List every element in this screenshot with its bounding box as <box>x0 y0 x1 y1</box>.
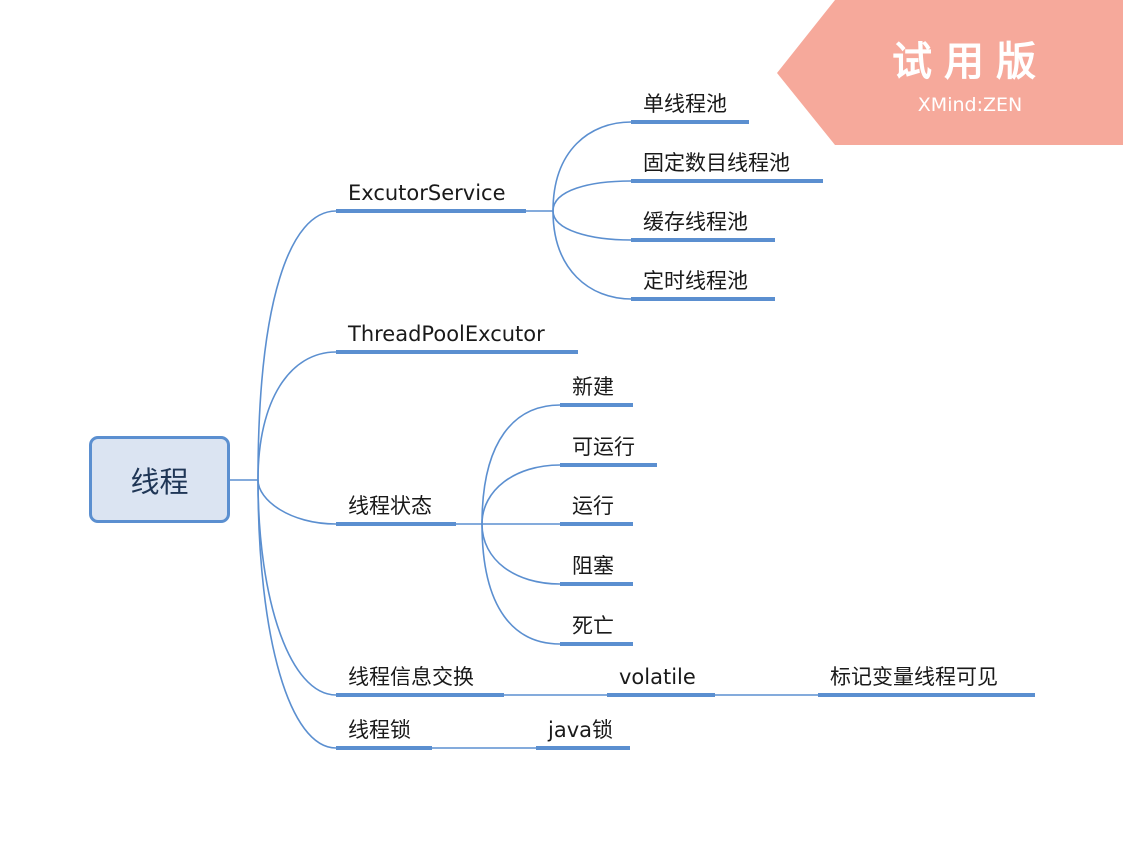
topic-state-blocked[interactable]: 阻塞 <box>572 554 614 578</box>
connector-ts-4 <box>481 523 561 585</box>
topic-fixed-thread-pool[interactable]: 固定数目线程池 <box>643 151 790 175</box>
underline-ts-4 <box>560 582 633 586</box>
topic-thread-info-exchange-underline <box>336 693 504 697</box>
underline-es-2 <box>631 179 823 183</box>
topic-state-new[interactable]: 新建 <box>572 375 614 399</box>
underline-ts-1 <box>560 403 633 407</box>
topic-volatile[interactable]: volatile <box>619 665 696 689</box>
underline-ts-5 <box>560 642 633 646</box>
connector-root-threadlock <box>257 479 337 749</box>
topic-threadpoolexcutor[interactable]: ThreadPoolExcutor <box>348 322 545 346</box>
trial-watermark-badge <box>777 0 1123 145</box>
connector-ts-2 <box>481 464 561 525</box>
topic-thread-info-exchange[interactable]: 线程信息交换 <box>348 665 474 689</box>
topic-variable-visible-underline <box>818 693 1035 697</box>
topic-single-thread-pool[interactable]: 单线程池 <box>643 92 727 116</box>
topic-executorservice-underline <box>336 209 526 213</box>
topic-thread-lock[interactable]: 线程锁 <box>348 718 411 742</box>
underline-es-3 <box>631 238 775 242</box>
underline-es-1 <box>631 120 749 124</box>
topic-java-lock-underline <box>536 746 630 750</box>
connector-root-executorservice <box>230 210 337 481</box>
connector-es-4 <box>552 210 632 300</box>
connector-root-infoexchange <box>257 479 337 696</box>
connector-es-2 <box>552 180 632 212</box>
topic-state-runnable[interactable]: 可运行 <box>572 435 635 459</box>
topic-variable-visible[interactable]: 标记变量线程可见 <box>830 665 998 689</box>
topic-state-dead[interactable]: 死亡 <box>572 614 614 638</box>
underline-ts-3 <box>560 522 633 526</box>
connector-ts-5 <box>481 523 561 645</box>
topic-cached-thread-pool[interactable]: 缓存线程池 <box>643 210 748 234</box>
root-topic-label: 线程 <box>130 464 189 499</box>
topic-volatile-underline <box>607 693 715 697</box>
connector-ts-1 <box>481 404 561 525</box>
underline-es-4 <box>631 297 775 301</box>
connector-es-1 <box>552 121 632 212</box>
root-topic[interactable]: 线程 <box>89 436 230 523</box>
trial-watermark-title: 试用版 <box>892 39 1048 85</box>
topic-state-running[interactable]: 运行 <box>572 494 614 518</box>
topic-thread-lock-underline <box>336 746 432 750</box>
topic-java-lock[interactable]: java锁 <box>548 718 613 742</box>
topic-thread-state[interactable]: 线程状态 <box>348 494 432 518</box>
underline-ts-2 <box>560 463 657 467</box>
connector-root-threadpoolexcutor <box>257 351 337 481</box>
connector-es-3 <box>552 210 632 241</box>
topic-thread-state-underline <box>336 522 456 526</box>
topic-threadpoolexcutor-underline <box>336 350 578 354</box>
topic-executorservice[interactable]: ExcutorService <box>348 181 506 205</box>
connector-root-threadstate <box>257 479 337 525</box>
trial-watermark-subtitle: XMind:ZEN <box>917 94 1023 116</box>
topic-scheduled-thread-pool[interactable]: 定时线程池 <box>643 269 748 293</box>
